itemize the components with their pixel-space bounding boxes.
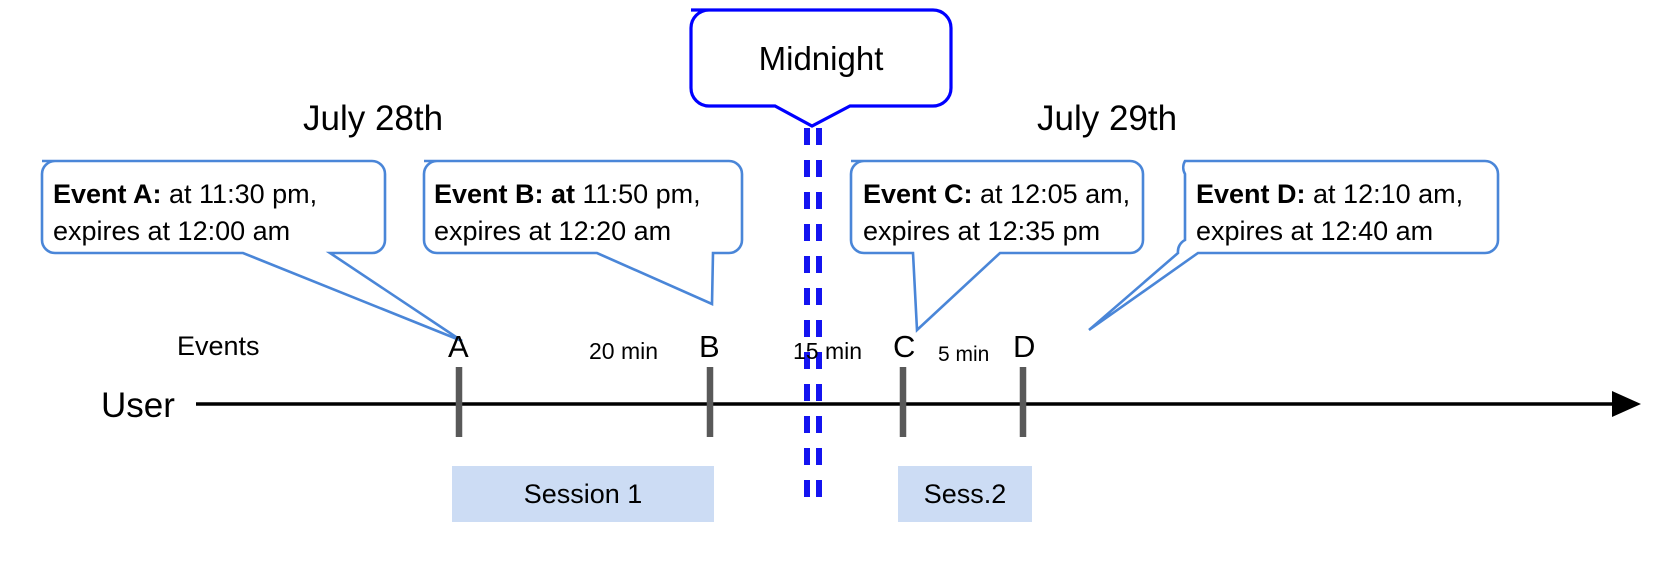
gap-label-20min: 20 min	[589, 338, 659, 364]
session-box-1: Session 1	[452, 466, 714, 522]
event-c-bold: Event C:	[863, 179, 973, 209]
event-a-rest: at 11:30 pm,	[161, 179, 318, 209]
event-c-line2: expires at 12:35 pm	[863, 216, 1101, 247]
event-d-bold: Event D:	[1196, 179, 1306, 209]
timeline-axis	[196, 391, 1641, 417]
date-label-july-29: July 29th	[1037, 99, 1178, 138]
event-letter-c: C	[893, 329, 916, 364]
midnight-label: Midnight	[758, 40, 884, 77]
date-label-july-28: July 28th	[303, 99, 444, 138]
event-b-callout-text: Event B: at 11:50 pm, expires at 12:20 a…	[434, 176, 701, 251]
gap-label-5min: 5 min	[938, 343, 990, 366]
event-a-line2: expires at 12:00 am	[53, 216, 291, 247]
event-d-line2: expires at 12:40 am	[1196, 216, 1434, 247]
events-row-label: Events	[177, 331, 260, 361]
event-a-callout-text: Event A: at 11:30 pm, expires at 12:00 a…	[53, 176, 317, 251]
user-row-label: User	[101, 386, 175, 425]
gap-label-15min: 15 min	[793, 338, 863, 364]
event-d-rest: at 12:10 am,	[1305, 179, 1464, 209]
event-a-bold: Event A:	[53, 179, 162, 209]
event-b-bold: Event B: at	[434, 179, 576, 209]
event-b-line2: expires at 12:20 am	[434, 216, 672, 247]
event-letter-a: A	[448, 329, 469, 364]
event-c-rest: at 12:05 am,	[972, 179, 1131, 209]
event-b-rest: 11:50 pm,	[575, 179, 701, 209]
event-tick-marks	[455, 367, 1027, 437]
midnight-dashed-line	[804, 128, 822, 505]
session-box-2: Sess.2	[898, 466, 1032, 522]
event-letter-d: D	[1013, 329, 1036, 364]
event-letter-b: B	[699, 329, 720, 364]
event-c-callout-text: Event C: at 12:05 am, expires at 12:35 p…	[863, 176, 1130, 251]
event-d-callout-text: Event D: at 12:10 am, expires at 12:40 a…	[1196, 176, 1463, 251]
